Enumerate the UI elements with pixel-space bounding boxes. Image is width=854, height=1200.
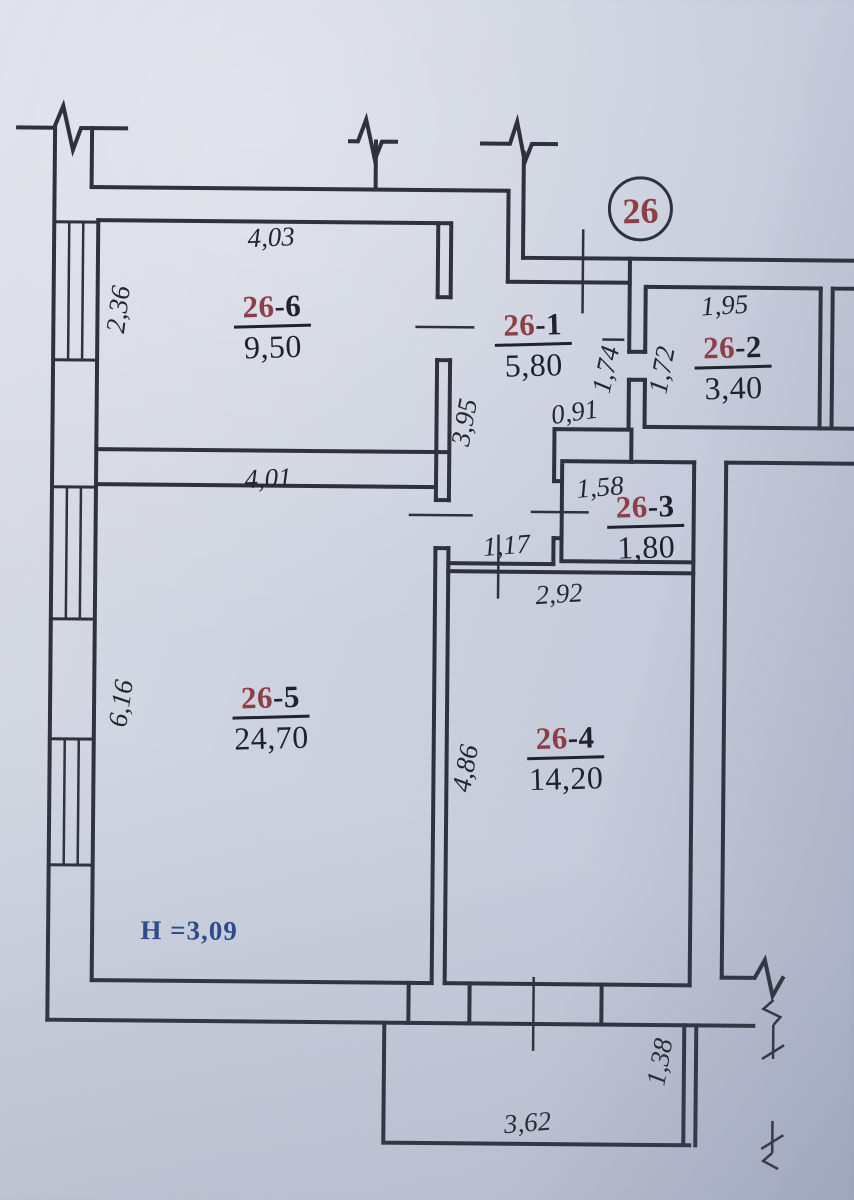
room-area: 14,20 [528,759,604,798]
dim-label-0-91: 0,91 [548,393,601,431]
room-number: 26-3 [606,488,685,529]
room-label-26-6: 26-6 9,50 [233,288,312,366]
dim-label-2-92: 2,92 [534,577,584,611]
dim-label-1-38: 1,38 [640,1035,679,1088]
room-area: 5,80 [504,346,564,384]
room-number: 26-6 [233,288,311,329]
dim-label-4-03: 4,03 [246,221,296,254]
room-label-26-2: 26-2 3,40 [693,329,773,407]
room-area: 3,40 [704,368,764,407]
room-number: 26-5 [231,679,310,720]
dim-label-1-95: 1,95 [700,288,750,322]
room-number: 26-1 [493,306,572,347]
unit-circle-label: 26 [621,190,659,232]
room-number: 26-2 [693,329,772,370]
ceiling-height-note: H =3,09 [140,915,238,946]
dim-label-6-16: 6,16 [102,677,139,729]
room-label-26-5: 26-5 24,70 [231,679,311,757]
room-area: 9,50 [243,327,303,366]
room-area: 1,80 [616,528,676,566]
dim-label-1-72: 1,72 [642,343,681,396]
room-label-26-3: 26-3 1,80 [606,488,685,566]
dim-label-4-86: 4,86 [445,742,485,795]
room-area: 24,70 [233,718,310,757]
dim-label-2-36: 2,36 [100,283,136,335]
dim-label-1-17: 1,17 [481,528,532,563]
dim-label-1-74: 1,74 [585,343,626,396]
room-number: 26-4 [526,719,605,761]
dim-label-3-95: 3,95 [445,396,484,449]
room-label-26-4: 26-4 14,20 [526,719,605,798]
room-label-26-1: 26-1 5,80 [493,306,573,384]
dim-label-4-01: 4,01 [243,462,293,495]
dim-label-3-62: 3,62 [502,1105,553,1140]
